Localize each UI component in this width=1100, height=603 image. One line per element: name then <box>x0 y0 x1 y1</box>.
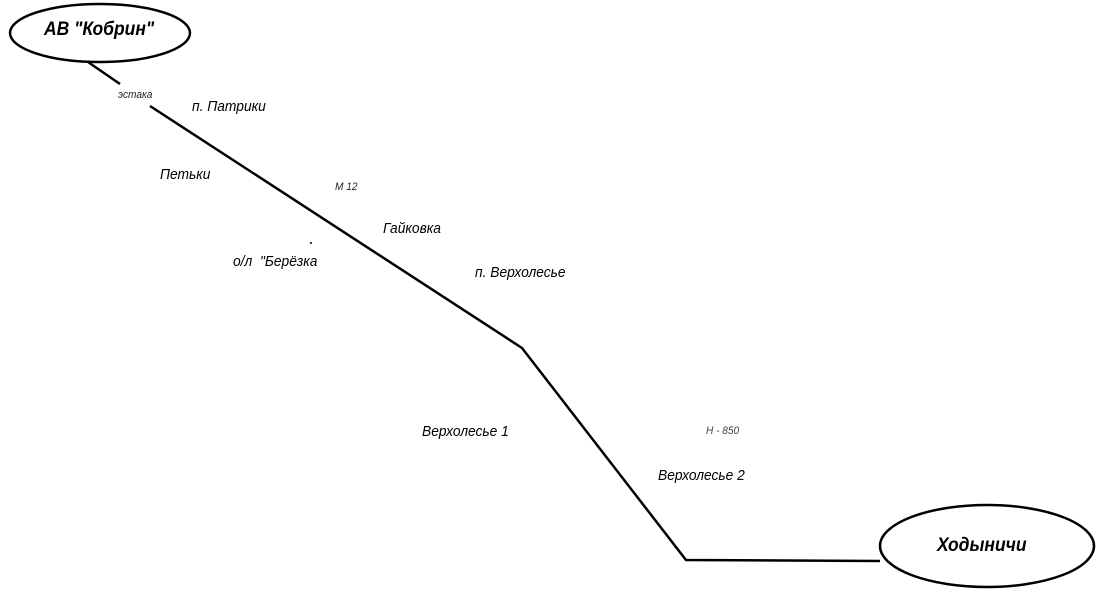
map-dot <box>310 242 312 244</box>
road-label: М 12 <box>335 181 358 193</box>
stop-label: п. Патрики <box>192 98 266 115</box>
start-node-ellipse <box>8 2 192 64</box>
road-label: Н - 850 <box>706 425 740 437</box>
route-segment-start <box>87 60 121 86</box>
stop-label: п. Верхолесье <box>475 264 566 281</box>
stop-label: эстака <box>118 89 153 101</box>
stop-label: Верхолесье 1 <box>422 423 509 440</box>
end-node-label: Ходыничи <box>937 535 1027 556</box>
route-line-main <box>149 104 881 563</box>
start-node-label: АВ "Кобрин" <box>44 19 155 40</box>
stop-label: о/л "Берёзка <box>233 253 318 270</box>
stop-label: Петьки <box>160 166 211 183</box>
end-node-ellipse <box>878 503 1096 589</box>
stop-label: Верхолесье 2 <box>658 467 745 484</box>
stop-label: Гайковка <box>383 220 441 237</box>
